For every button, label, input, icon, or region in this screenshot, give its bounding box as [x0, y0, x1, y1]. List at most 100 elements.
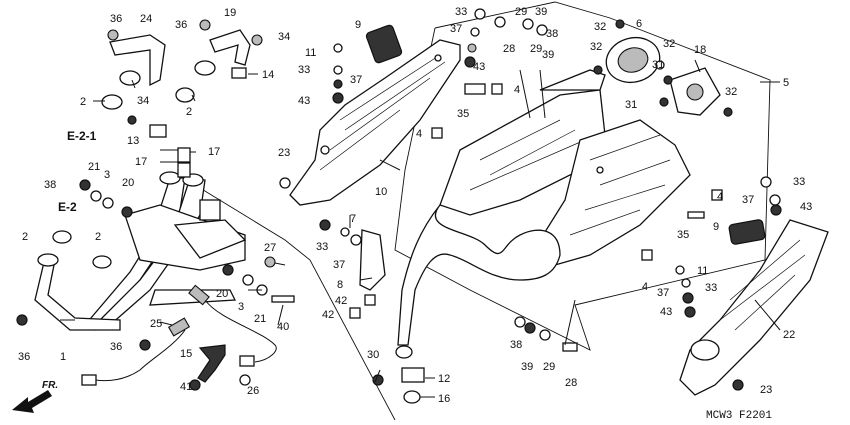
callout-33-c: 33	[793, 176, 805, 188]
callout-12: 12	[438, 373, 450, 385]
small-pipe-19	[194, 29, 251, 76]
callout-11-a: 11	[305, 47, 316, 59]
callout-20-a: 20	[122, 177, 134, 189]
callout-6: 6	[636, 18, 642, 30]
callout-14: 14	[262, 69, 274, 81]
callout-32-a: 32	[594, 21, 606, 33]
small-pipe-24	[109, 34, 166, 87]
clamp-12	[401, 367, 425, 383]
callout-37-a: 37	[350, 74, 362, 86]
callout-43-d: 43	[660, 306, 672, 318]
callout-27: 27	[264, 242, 276, 254]
end-plate	[669, 67, 721, 116]
callout-36-a: 36	[110, 13, 122, 25]
callout-25: 25	[150, 318, 162, 330]
callout-38-c: 38	[510, 339, 522, 351]
callout-23-b: 23	[760, 384, 772, 396]
callout-35-a: 35	[457, 108, 469, 120]
drawing-code: MCW3 F2201	[706, 410, 772, 422]
callout-32-b: 32	[590, 41, 602, 53]
callout-8: 8	[337, 279, 343, 291]
callout-4-a: 4	[514, 84, 520, 96]
muffler-main-body	[439, 69, 691, 266]
callout-42-b: 42	[322, 309, 334, 321]
callout-28-a: 28	[503, 43, 515, 55]
callout-35-b: 35	[677, 229, 689, 241]
callout-39-a: 39	[535, 6, 547, 18]
callout-13: 13	[127, 135, 139, 147]
callout-23-a: 23	[278, 147, 290, 159]
cap-16	[403, 390, 421, 404]
exhaust-connector-pipe	[395, 204, 561, 359]
callout-9-b: 9	[713, 221, 719, 233]
rubber-pad-right	[728, 219, 766, 245]
callout-31-a: 31	[652, 59, 664, 71]
callout-22: 22	[783, 329, 795, 341]
callout-17-a: 17	[135, 156, 147, 168]
fasteners	[16, 8, 782, 391]
callout-10: 10	[375, 186, 387, 198]
callout-4-d: 4	[642, 281, 648, 293]
callout-42-a: 42	[335, 295, 347, 307]
muffler-end-cap	[605, 36, 661, 84]
callout-37-c: 37	[742, 194, 754, 206]
callout-5: 5	[783, 77, 789, 89]
callout-33-a: 33	[298, 64, 310, 76]
callout-30: 30	[367, 349, 379, 361]
callout-2-b: 2	[186, 106, 192, 118]
callout-4-b: 4	[416, 128, 422, 140]
section-ref-e-2: E-2	[58, 200, 77, 214]
callout-29-b: 29	[530, 43, 542, 55]
callout-2-c: 2	[22, 231, 28, 243]
callout-36-c: 36	[110, 341, 122, 353]
part-callouts: 36 24 36 19 34 14 2 34 2 13 17 17 21 3 3…	[18, 6, 812, 405]
callout-19: 19	[224, 7, 236, 19]
callout-2-d: 2	[95, 231, 101, 243]
callout-11-b: 11	[697, 265, 708, 277]
callout-1: 1	[60, 351, 66, 363]
callout-34-b: 34	[137, 95, 149, 107]
callout-33-e: 33	[316, 241, 328, 253]
oxygen-sensor-26	[188, 284, 277, 367]
callout-31-b: 31	[625, 99, 637, 111]
callout-37-b: 37	[450, 23, 462, 35]
callout-2-a: 2	[80, 96, 86, 108]
callout-16: 16	[438, 393, 450, 405]
muffler-assembly-outline	[394, 1, 771, 351]
callout-7: 7	[350, 213, 356, 225]
heat-shield-upper	[289, 39, 461, 206]
callout-17-b: 17	[208, 146, 220, 158]
oxygen-sensor-25	[81, 317, 191, 386]
callout-15: 15	[180, 348, 192, 360]
callout-24: 24	[140, 13, 152, 25]
callout-38-a: 38	[44, 179, 56, 191]
section-ref-e-2-1: E-2-1	[67, 129, 97, 143]
heat-shield-right	[679, 219, 829, 396]
callout-32-c: 32	[663, 38, 675, 50]
callout-43-b: 43	[473, 61, 485, 73]
callout-26: 26	[247, 385, 259, 397]
callout-39-b: 39	[542, 49, 554, 61]
callout-9-a: 9	[355, 19, 361, 31]
exhaust-manifold	[34, 171, 247, 331]
callout-43-c: 43	[800, 201, 812, 213]
bracket-15	[197, 344, 226, 383]
front-indicator-label: FR.	[42, 380, 58, 391]
callout-28-b: 28	[565, 377, 577, 389]
callout-20-b: 20	[216, 288, 228, 300]
callout-3-b: 3	[238, 301, 244, 313]
callout-43-a: 43	[298, 95, 310, 107]
callout-37-e: 37	[333, 259, 345, 271]
callout-21-b: 21	[254, 313, 266, 325]
callout-4-c: 4	[717, 191, 723, 203]
front-arrow-icon: FR.	[12, 380, 58, 413]
callout-38-b: 38	[546, 28, 558, 40]
callout-34-a: 34	[278, 31, 290, 43]
callout-36-d: 36	[18, 351, 30, 363]
callout-41: 41	[180, 381, 192, 393]
callout-39-c: 39	[521, 361, 533, 373]
callout-36-b: 36	[175, 19, 187, 31]
rubber-pad-upper	[365, 24, 403, 64]
callout-33-d: 33	[705, 282, 717, 294]
